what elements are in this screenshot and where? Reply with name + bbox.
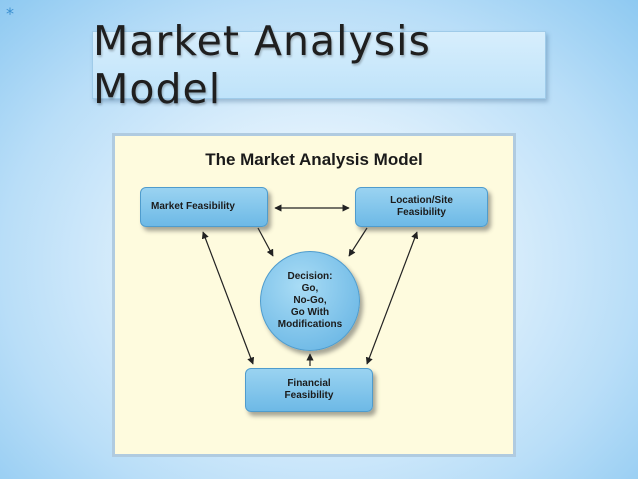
node-financial-feasibility: Financial Feasibility [245, 368, 373, 412]
diagram-title: The Market Analysis Model [205, 150, 423, 169]
diagram-figure: The Market Analysis Model Market Feasibi… [112, 133, 516, 457]
edge-market-decision [257, 227, 274, 257]
edge-location-financial [365, 231, 419, 365]
diagram-arrows [201, 204, 419, 366]
slide-marker: * [6, 4, 14, 23]
edge-location-decision [348, 227, 368, 257]
node-location-site-feasibility-label: Location/Site Feasibility [390, 195, 453, 218]
node-decision: Decision: Go, No-Go, Go With Modificatio… [260, 251, 360, 351]
node-market-feasibility-label: Market Feasibility [151, 201, 235, 212]
node-location-site-feasibility: Location/Site Feasibility [355, 187, 488, 227]
edge-market-financial [201, 231, 255, 365]
slide-title: Market Analysis Model [93, 17, 431, 113]
node-financial-feasibility-label: Financial Feasibility [284, 378, 334, 401]
node-market-feasibility: Market Feasibility [140, 187, 268, 227]
node-decision-label: Decision: Go, No-Go, Go With Modificatio… [277, 271, 343, 330]
slide-title-box: Market Analysis Model [92, 17, 546, 113]
